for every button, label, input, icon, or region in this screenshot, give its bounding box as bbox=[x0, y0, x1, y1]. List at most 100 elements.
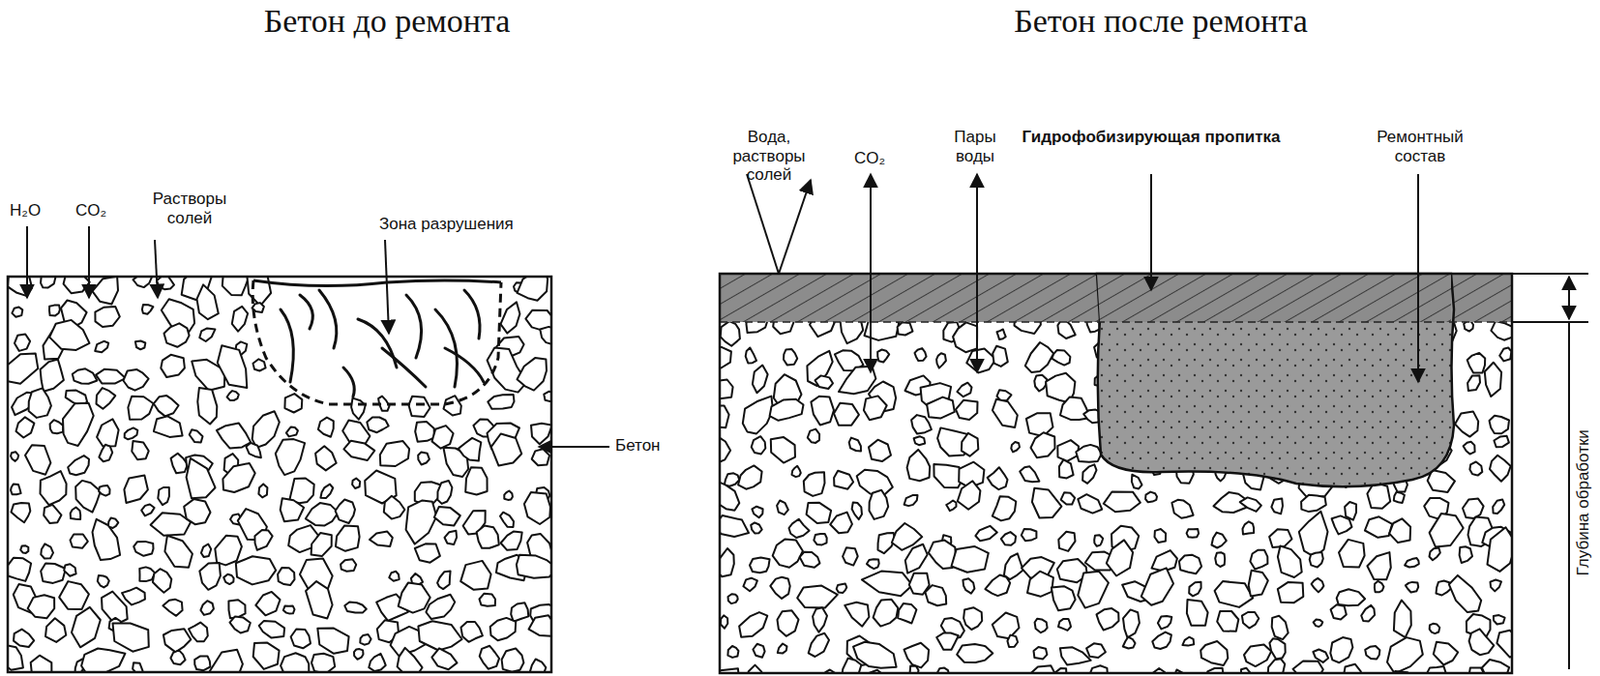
illustration-stroke bbox=[150, 512, 192, 536]
illustration-stroke bbox=[1469, 462, 1482, 476]
illustration-stroke bbox=[208, 650, 243, 673]
illustration-stroke bbox=[434, 506, 461, 527]
illustration-stroke bbox=[170, 650, 185, 665]
illustration-stroke bbox=[258, 483, 267, 498]
illustration-stroke bbox=[461, 622, 483, 643]
illustration-stroke bbox=[1277, 582, 1304, 603]
illustration-stroke bbox=[1123, 637, 1136, 650]
illustration-stroke bbox=[163, 628, 191, 652]
illustration-stroke bbox=[719, 515, 749, 537]
illustration-stroke bbox=[162, 599, 182, 617]
illustration-stroke bbox=[30, 655, 53, 673]
illustration-stroke bbox=[749, 557, 771, 573]
illustration-stroke bbox=[772, 539, 803, 568]
illustration-stroke bbox=[866, 559, 880, 569]
illustration-stroke bbox=[1336, 589, 1365, 606]
illustration-stroke bbox=[291, 629, 311, 650]
illustration-stroke bbox=[253, 358, 267, 371]
illustration-stroke bbox=[201, 544, 211, 558]
agent-label: Растворы солей bbox=[135, 189, 244, 228]
illustration-stroke bbox=[1489, 455, 1512, 482]
illustration-stroke bbox=[1429, 513, 1464, 548]
illustration-stroke bbox=[1309, 552, 1324, 568]
illustration-stroke bbox=[223, 574, 234, 585]
illustration-stroke bbox=[171, 453, 188, 474]
illustration-stroke bbox=[1179, 555, 1202, 575]
illustration-stroke bbox=[1429, 547, 1441, 561]
illustration-stroke bbox=[1499, 348, 1512, 362]
illustration-stroke bbox=[777, 610, 800, 637]
illustration-stroke bbox=[1152, 632, 1172, 650]
illustration-stroke bbox=[14, 334, 30, 352]
illustration-stroke bbox=[501, 532, 523, 551]
illustration-stroke bbox=[343, 367, 355, 397]
illustration-stroke bbox=[1493, 615, 1506, 624]
illustration-stroke bbox=[997, 329, 1007, 341]
illustration-stroke bbox=[829, 512, 853, 534]
illustration-stroke bbox=[1001, 532, 1016, 546]
illustration-stroke bbox=[992, 399, 1018, 428]
illustration-stroke bbox=[1449, 575, 1482, 613]
illustration-stroke bbox=[1459, 546, 1473, 563]
illustration-stroke bbox=[127, 396, 153, 420]
illustration-stroke bbox=[1077, 571, 1109, 609]
illustration-stroke bbox=[63, 563, 76, 577]
illustration-stroke bbox=[160, 355, 185, 378]
illustration-stroke bbox=[1186, 599, 1209, 626]
illustration-stroke bbox=[460, 561, 491, 591]
illustration-stroke bbox=[1366, 552, 1391, 580]
illustration-stroke bbox=[122, 369, 149, 391]
illustration-stroke bbox=[1313, 620, 1324, 627]
material-label: Ремонтный состав bbox=[1371, 127, 1469, 166]
illustration-stroke bbox=[976, 174, 978, 373]
illustration-stroke bbox=[437, 571, 451, 591]
illustration-stroke bbox=[7, 276, 552, 673]
illustration-stroke bbox=[720, 615, 728, 629]
illustration-stroke bbox=[1141, 567, 1174, 605]
illustration-stroke bbox=[43, 504, 61, 524]
illustration-stroke bbox=[501, 301, 521, 333]
illustration-stroke bbox=[1157, 616, 1172, 630]
illustration-stroke bbox=[957, 480, 981, 509]
illustration-stroke bbox=[49, 305, 60, 317]
illustration-stroke bbox=[280, 652, 309, 673]
illustration-stroke bbox=[1007, 635, 1018, 648]
illustration-stroke bbox=[216, 422, 251, 448]
illustration-stroke bbox=[1145, 492, 1157, 504]
illustration-stroke bbox=[746, 174, 779, 274]
illustration-stroke bbox=[800, 552, 821, 568]
illustration-stroke bbox=[71, 607, 101, 648]
agent-label: CO₂ bbox=[75, 201, 107, 221]
illustration-stroke bbox=[359, 634, 371, 646]
illustration-stroke bbox=[98, 444, 113, 463]
illustration-stroke bbox=[1344, 502, 1357, 521]
illustration-stroke bbox=[1330, 637, 1353, 663]
illustration-stroke bbox=[936, 632, 959, 650]
illustration-stroke bbox=[1031, 432, 1056, 458]
illustration-stroke bbox=[532, 448, 550, 466]
illustration-stroke bbox=[131, 441, 149, 460]
illustration-stroke bbox=[40, 471, 67, 505]
illustration-stroke bbox=[197, 284, 219, 320]
illustration-stroke bbox=[156, 276, 175, 290]
illustration-stroke bbox=[299, 295, 313, 329]
illustration-stroke bbox=[1010, 442, 1020, 452]
illustration-stroke bbox=[1123, 609, 1140, 638]
illustration-stroke bbox=[1511, 321, 1589, 324]
illustration-stroke bbox=[1131, 474, 1143, 490]
illustration-stroke bbox=[490, 618, 517, 641]
illustration-stroke bbox=[123, 475, 149, 504]
illustration-stroke bbox=[517, 357, 548, 391]
illustration-stroke bbox=[992, 346, 1008, 367]
illustration-stroke bbox=[152, 568, 172, 593]
illustration-stroke bbox=[905, 544, 928, 574]
illustration-stroke bbox=[228, 599, 245, 619]
illustration-stroke bbox=[1454, 411, 1479, 437]
illustration-stroke bbox=[752, 644, 765, 658]
illustration-stroke bbox=[719, 346, 732, 369]
illustration-stroke bbox=[13, 629, 34, 648]
illustration-stroke bbox=[1293, 661, 1324, 675]
illustration-stroke bbox=[1061, 492, 1075, 504]
illustration-stroke bbox=[776, 501, 789, 516]
